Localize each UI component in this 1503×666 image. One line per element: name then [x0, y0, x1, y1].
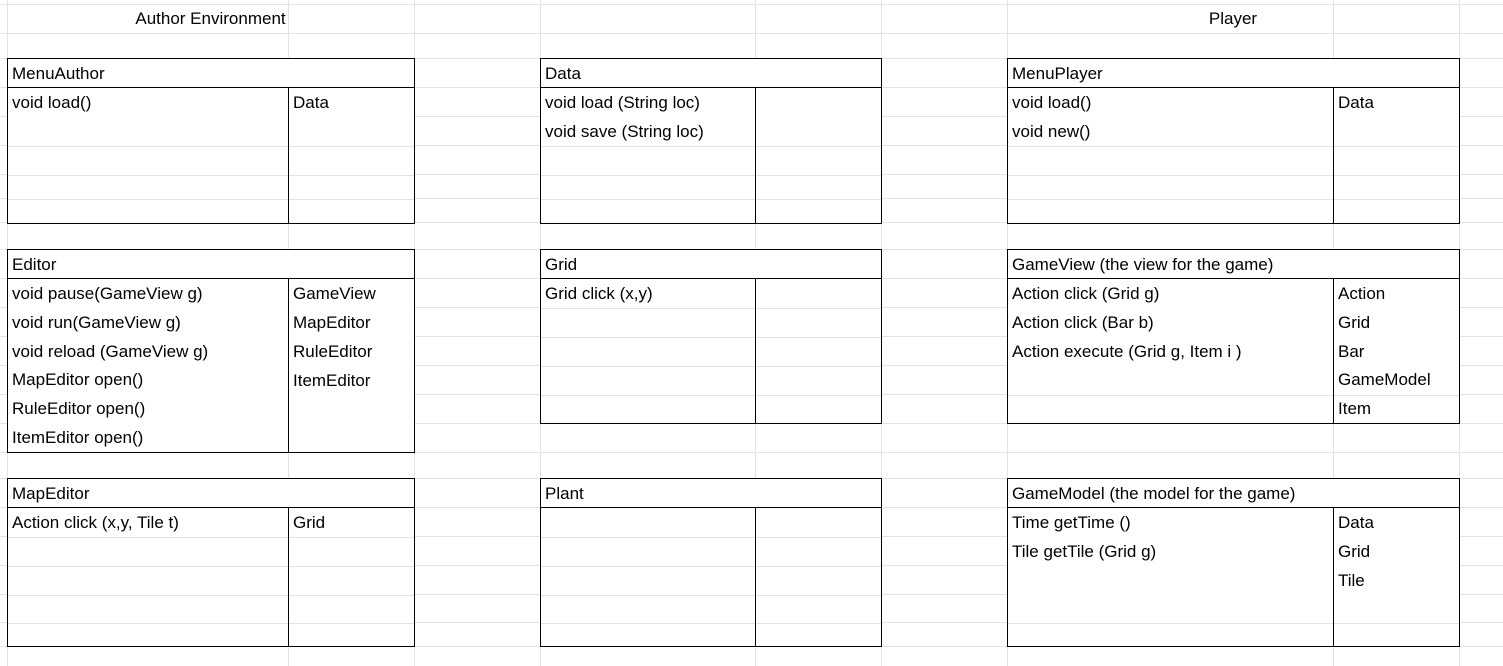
- dependency-cell[interactable]: Grid: [1338, 312, 1371, 332]
- class-body: Action click (Grid g) Action click (Bar …: [1008, 279, 1459, 423]
- class-card-menu-player: MenuPlayer void load() void new() Data: [1007, 58, 1460, 224]
- class-card-grid: Grid Grid click (x,y): [540, 249, 882, 424]
- class-body: void load() void new() Data: [1008, 88, 1459, 223]
- class-card-plant: Plant: [540, 478, 882, 647]
- dependencies-list: Data Grid Tile: [1334, 508, 1459, 646]
- dependency-cell[interactable]: MapEditor: [293, 313, 371, 332]
- dependency-cell[interactable]: Data: [1338, 93, 1374, 112]
- class-card-game-model: GameModel (the model for the game) Time …: [1007, 478, 1460, 647]
- class-name[interactable]: Grid: [541, 250, 881, 279]
- dependencies-list: Action Grid Bar GameModel Item: [1334, 279, 1459, 423]
- dependency-cell[interactable]: ItemEditor: [293, 371, 371, 390]
- dependency-cell[interactable]: Tile: [1338, 571, 1365, 590]
- method-cell[interactable]: Grid click (x,y): [545, 284, 653, 303]
- method-cell[interactable]: void new(): [1012, 122, 1091, 141]
- methods-list: void load(): [8, 88, 288, 223]
- dependencies-list: Grid: [289, 508, 414, 646]
- class-name[interactable]: Data: [541, 59, 881, 88]
- class-name[interactable]: Plant: [541, 479, 881, 508]
- method-cell[interactable]: Action click (Grid g): [1012, 284, 1160, 303]
- method-cell[interactable]: void load(): [1012, 93, 1092, 112]
- class-name[interactable]: GameView (the view for the game): [1008, 250, 1459, 279]
- methods-list: Action click (Grid g) Action click (Bar …: [1008, 279, 1333, 423]
- methods-list: Action click (x,y, Tile t): [8, 508, 288, 646]
- dependency-cell[interactable]: Data: [1338, 513, 1374, 532]
- methods-list: Time getTime () Tile getTile (Grid g): [1008, 508, 1333, 646]
- method-cell[interactable]: Tile getTile (Grid g): [1012, 542, 1157, 561]
- dependency-cell[interactable]: Grid: [293, 513, 326, 532]
- player-header[interactable]: Player: [1208, 9, 1258, 28]
- class-card-game-view: GameView (the view for the game) Action …: [1007, 249, 1460, 424]
- class-body: Action click (x,y, Tile t) Grid: [8, 508, 414, 646]
- method-cell[interactable]: void save (String loc): [545, 122, 704, 141]
- method-cell[interactable]: Time getTime (): [1012, 513, 1131, 532]
- method-cell[interactable]: void run(GameView g): [12, 312, 181, 332]
- class-name[interactable]: MenuAuthor: [8, 59, 414, 88]
- method-cell[interactable]: Action execute (Grid g, Item i ): [1012, 342, 1242, 361]
- dependencies-list: Data: [289, 88, 414, 223]
- author-environment-header[interactable]: Author Environment: [135, 9, 286, 28]
- dependencies-list: Data: [1334, 88, 1459, 223]
- class-name[interactable]: MenuPlayer: [1008, 59, 1459, 88]
- class-body: Time getTime () Tile getTile (Grid g) Da…: [1008, 508, 1459, 646]
- method-cell[interactable]: void load (String loc): [545, 93, 700, 112]
- class-card-data: Data void load (String loc) void save (S…: [540, 58, 882, 224]
- class-body: Grid click (x,y): [541, 279, 881, 423]
- method-cell[interactable]: Action click (Bar b): [1012, 313, 1154, 332]
- method-cell[interactable]: void reload (GameView g): [12, 341, 209, 361]
- methods-list: void load (String loc) void save (String…: [541, 88, 755, 223]
- method-cell[interactable]: MapEditor open(): [12, 370, 144, 390]
- dependency-cell[interactable]: Bar: [1338, 341, 1365, 361]
- class-name[interactable]: Editor: [8, 250, 414, 279]
- dependency-cell[interactable]: Grid: [1338, 542, 1371, 561]
- dependency-cell[interactable]: GameView: [293, 284, 376, 303]
- method-cell[interactable]: void load(): [12, 93, 92, 112]
- class-body: void load() Data: [8, 88, 414, 223]
- dependency-cell[interactable]: Action: [1338, 284, 1386, 303]
- methods-list: Grid click (x,y): [541, 279, 755, 423]
- class-body: void pause(GameView g) void run(GameView…: [8, 279, 414, 452]
- class-card-editor: Editor void pause(GameView g) void run(G…: [7, 249, 415, 453]
- dependency-cell[interactable]: Data: [293, 93, 329, 112]
- class-name[interactable]: GameModel (the model for the game): [1008, 479, 1459, 508]
- class-card-menu-author: MenuAuthor void load() Data: [7, 58, 415, 224]
- methods-list: void pause(GameView g) void run(GameView…: [8, 279, 288, 452]
- class-card-map-editor: MapEditor Action click (x,y, Tile t) Gri…: [7, 478, 415, 647]
- method-cell[interactable]: ItemEditor open(): [12, 428, 144, 448]
- method-cell[interactable]: RuleEditor open(): [12, 399, 146, 419]
- dependency-cell[interactable]: Item: [1338, 399, 1372, 419]
- class-body: [541, 508, 881, 646]
- class-body: void load (String loc) void save (String…: [541, 88, 881, 223]
- method-cell[interactable]: Action click (x,y, Tile t): [12, 513, 179, 532]
- method-cell[interactable]: void pause(GameView g): [12, 284, 203, 303]
- dependencies-list: GameView MapEditor RuleEditor ItemEditor: [289, 279, 414, 452]
- methods-list: void load() void new(): [1008, 88, 1333, 223]
- dependency-cell[interactable]: RuleEditor: [293, 342, 373, 361]
- dependency-cell[interactable]: GameModel: [1338, 370, 1431, 390]
- class-name[interactable]: MapEditor: [8, 479, 414, 508]
